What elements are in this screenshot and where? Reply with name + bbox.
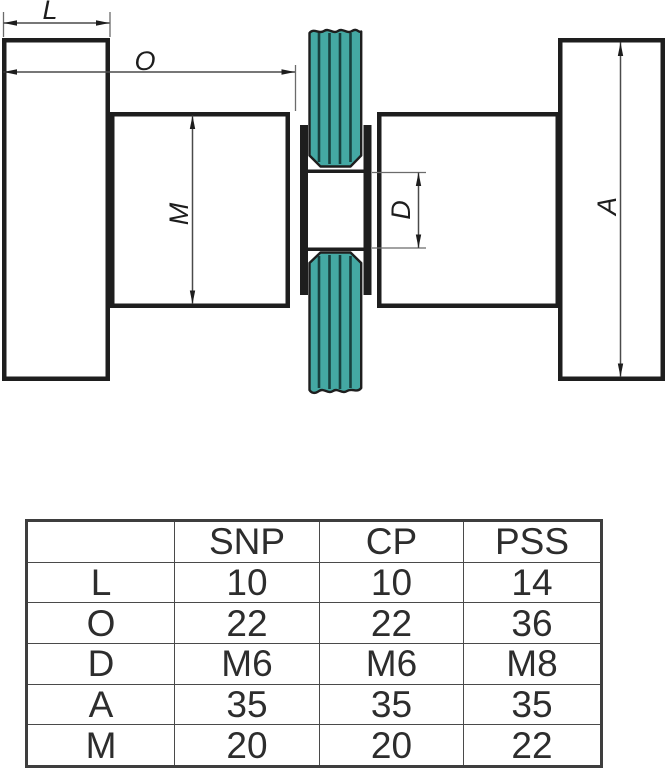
cell-value: 22 bbox=[174, 602, 320, 644]
lower-face-plate bbox=[307, 247, 365, 251]
table-row: M 20 20 22 bbox=[26, 724, 602, 767]
dim-label-L: L bbox=[42, 0, 57, 25]
arrow-up-icon bbox=[415, 172, 422, 186]
cell-value: 35 bbox=[463, 683, 602, 726]
dim-label-A: A bbox=[592, 197, 622, 217]
spec-table: SNP CP PSS L 10 10 14 O 22 22 36 D M6 M6… bbox=[25, 519, 603, 768]
cell-value: 10 bbox=[174, 561, 320, 604]
cell-value: 35 bbox=[319, 683, 464, 726]
upper-glass-stripes bbox=[317, 33, 352, 164]
table-row: A 35 35 35 bbox=[26, 683, 602, 726]
arrow-up-icon bbox=[617, 42, 624, 56]
lower-glass-section bbox=[308, 251, 363, 395]
row-label: L bbox=[26, 561, 175, 604]
table-row: D M6 M6 M8 bbox=[26, 642, 602, 685]
technical-drawing: L O M D bbox=[2, 0, 665, 395]
cell-value: 22 bbox=[463, 724, 602, 767]
arrow-right-icon bbox=[281, 69, 295, 75]
arrow-down-icon bbox=[415, 234, 422, 248]
right-knob-neck bbox=[377, 112, 560, 308]
cell-value: 10 bbox=[319, 561, 464, 604]
cell-value: M6 bbox=[174, 642, 320, 685]
arrow-up-icon bbox=[189, 115, 196, 129]
table-row: L 10 10 14 bbox=[26, 561, 602, 604]
row-label: A bbox=[26, 683, 175, 726]
dimension-O: O bbox=[3, 46, 297, 111]
table-row: O 22 22 36 bbox=[26, 602, 602, 644]
left-knob-face bbox=[2, 38, 110, 381]
cell-value: 22 bbox=[319, 602, 464, 644]
left-flange-bar bbox=[300, 125, 308, 295]
row-label: D bbox=[26, 642, 175, 685]
row-label: M bbox=[26, 724, 175, 767]
row-label: O bbox=[26, 602, 175, 644]
cell-value: 36 bbox=[463, 602, 602, 644]
dim-label-D: D bbox=[386, 200, 416, 220]
cell-value: 20 bbox=[174, 724, 320, 767]
arrow-down-icon bbox=[189, 290, 196, 304]
right-knob-face bbox=[558, 38, 665, 381]
arrow-left-icon bbox=[3, 20, 17, 26]
cell-value: 20 bbox=[319, 724, 464, 767]
cell-value: 14 bbox=[463, 561, 602, 604]
cell-value: 35 bbox=[174, 683, 320, 726]
arrow-right-icon bbox=[96, 20, 110, 26]
upper-face-plate bbox=[307, 169, 365, 173]
cell-value: M6 bbox=[319, 642, 464, 685]
dimension-M: M bbox=[164, 115, 196, 304]
column-header-cp: CP bbox=[319, 520, 464, 563]
dimension-L: L bbox=[2, 0, 111, 37]
right-flange-bar bbox=[363, 125, 372, 295]
table-header-row: SNP CP PSS bbox=[26, 520, 602, 563]
table-corner-cell bbox=[26, 520, 175, 563]
arrow-left-icon bbox=[3, 69, 17, 75]
dimension-D: D bbox=[372, 171, 426, 249]
lower-glass-stripes bbox=[317, 255, 352, 389]
column-header-pss: PSS bbox=[463, 520, 602, 563]
upper-glass-section bbox=[308, 28, 363, 168]
arrow-down-icon bbox=[617, 363, 624, 377]
dimension-A: A bbox=[592, 42, 624, 377]
dim-label-O: O bbox=[134, 46, 155, 76]
column-header-snp: SNP bbox=[174, 520, 320, 563]
dim-label-M: M bbox=[164, 202, 194, 225]
cell-value: M8 bbox=[463, 642, 602, 685]
left-knob-neck bbox=[110, 112, 290, 308]
